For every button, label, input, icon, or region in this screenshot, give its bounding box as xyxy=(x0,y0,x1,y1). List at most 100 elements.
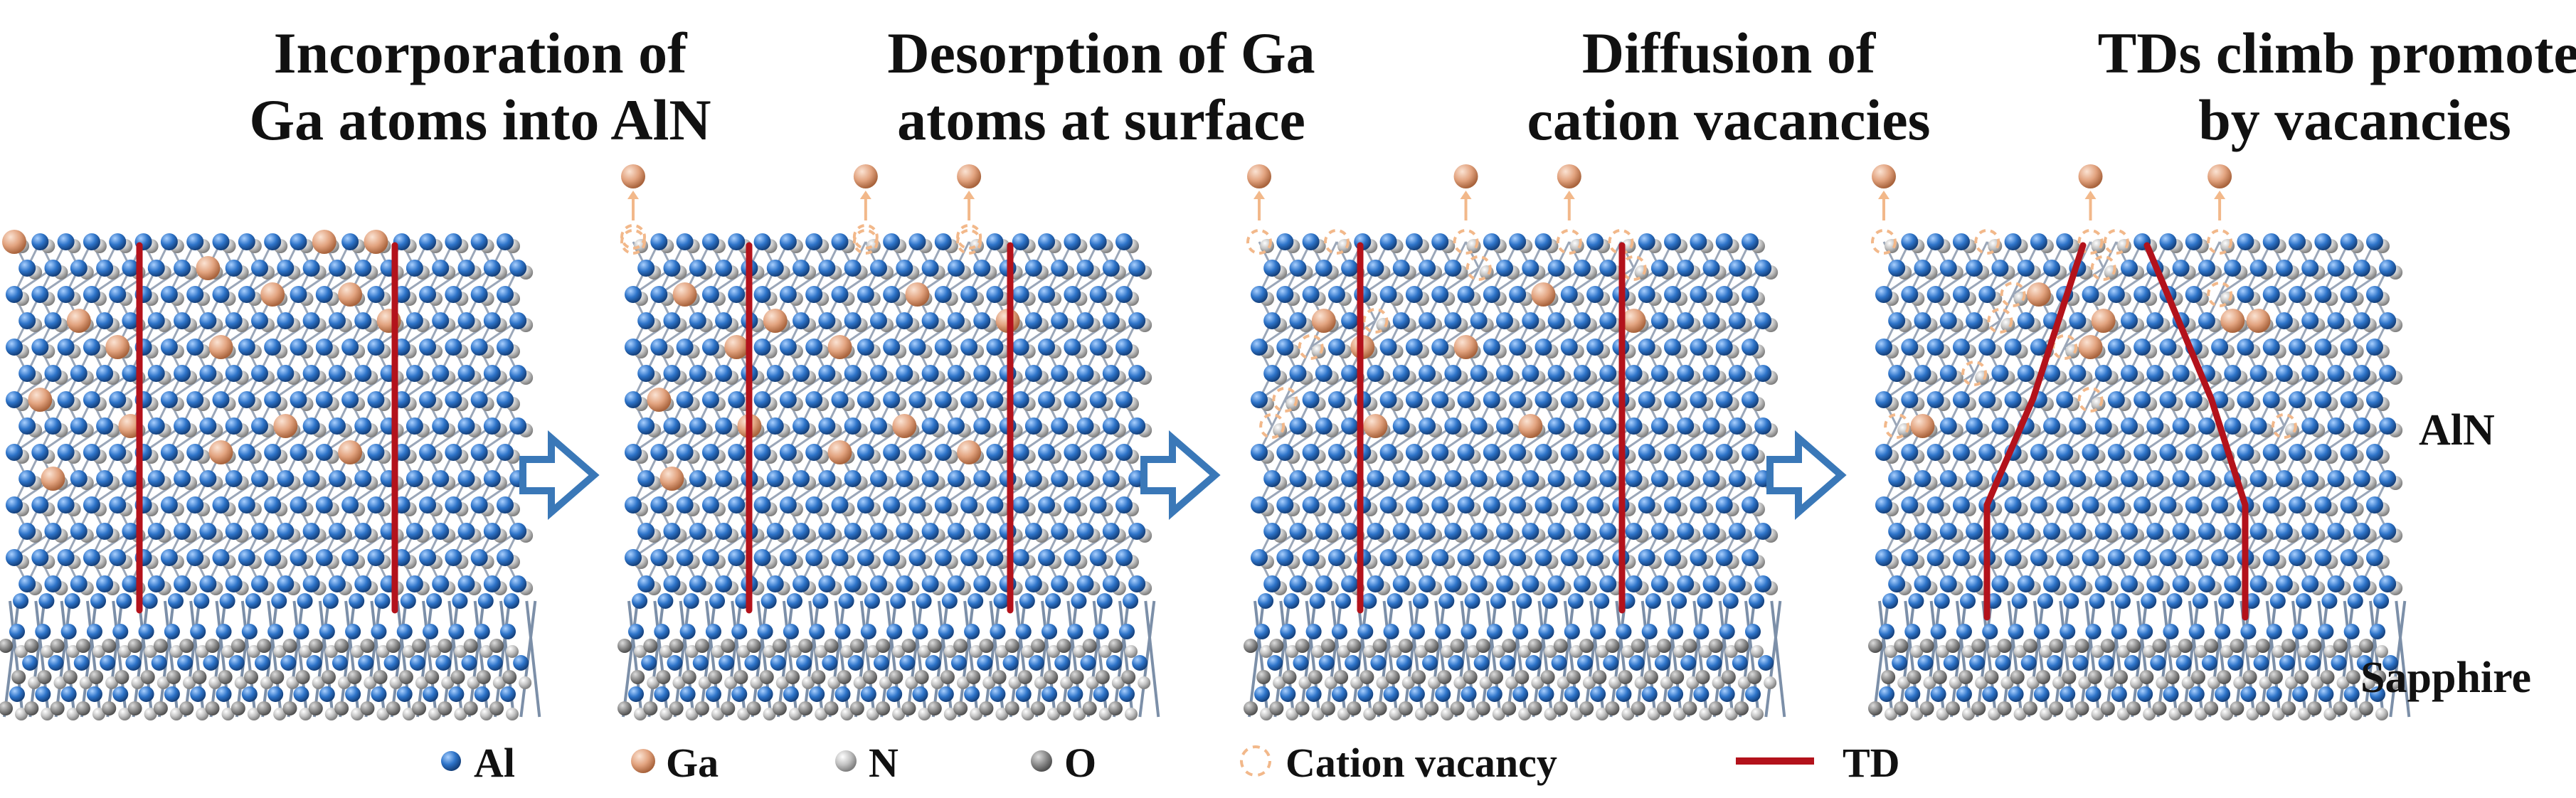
al-atom xyxy=(2275,312,2293,329)
sapphire-bond xyxy=(2337,600,2355,718)
o-atom xyxy=(2052,676,2066,689)
o-atom xyxy=(415,676,428,689)
o-atom xyxy=(376,645,390,658)
sapphire-bond xyxy=(519,600,537,718)
al-atom xyxy=(1064,233,1081,250)
al-atom xyxy=(1901,286,1919,303)
o-atom xyxy=(2346,670,2360,684)
o-atom xyxy=(519,676,532,689)
al-atom xyxy=(916,593,932,609)
al-atom xyxy=(883,391,901,408)
o-atom xyxy=(234,676,248,689)
al-atom xyxy=(96,470,114,487)
al-atom xyxy=(1664,444,1682,461)
al-atom xyxy=(293,686,309,702)
al-atom xyxy=(1305,686,1322,702)
al-atom xyxy=(290,391,307,408)
o-atom xyxy=(1708,701,1723,715)
al-atom xyxy=(374,593,391,609)
al-atom xyxy=(844,575,862,592)
al-atom xyxy=(1483,233,1500,250)
sapphire-bond xyxy=(1584,600,1601,718)
o-atom xyxy=(102,639,117,653)
o-atom xyxy=(1138,676,1151,689)
al-atom xyxy=(1405,286,1423,303)
o-atom xyxy=(1031,701,1046,715)
o-atom xyxy=(2010,670,2025,684)
al-atom xyxy=(1470,470,1488,487)
o-atom xyxy=(2181,676,2195,689)
o-atom xyxy=(1389,645,1402,658)
al-atom xyxy=(701,286,719,303)
al-atom xyxy=(423,686,439,702)
al-atom xyxy=(973,260,991,277)
o-atom xyxy=(386,639,401,653)
al-atom xyxy=(2314,391,2332,408)
al-atom xyxy=(2146,312,2164,329)
al-atom xyxy=(186,339,204,356)
al-atom xyxy=(448,624,465,639)
al-atom xyxy=(663,260,681,277)
al-atom xyxy=(2114,593,2131,609)
al-atom xyxy=(497,391,514,408)
o-atom xyxy=(2100,639,2115,653)
al-atom xyxy=(1978,286,1996,303)
sapphire-bond xyxy=(1248,600,1265,718)
al-atom xyxy=(1392,575,1410,592)
lattice-panel-1 xyxy=(0,230,541,720)
al-atom xyxy=(1496,365,1513,382)
o-atom xyxy=(398,670,413,684)
al-atom xyxy=(1379,286,1397,303)
al-atom xyxy=(1041,624,1058,639)
al-atom xyxy=(419,496,437,514)
al-atom xyxy=(44,312,62,329)
sapphire-substrate xyxy=(0,600,541,720)
sapphire-bond xyxy=(622,600,639,718)
al-atom xyxy=(474,686,490,702)
al-atom xyxy=(504,593,520,609)
al-atom xyxy=(1431,286,1449,303)
al-atom xyxy=(793,523,810,540)
o-atom xyxy=(1553,701,1568,715)
al-atom xyxy=(1560,339,1578,356)
al-atom xyxy=(435,655,452,671)
cation-vacancy xyxy=(1298,334,1324,360)
al-atom xyxy=(251,470,268,487)
al-atom xyxy=(2107,339,2125,356)
al-atom xyxy=(1405,549,1423,566)
sapphire-bond xyxy=(157,600,175,718)
al-atom xyxy=(406,523,423,540)
o-atom xyxy=(1385,670,1400,684)
al-atom xyxy=(6,549,23,566)
al-atom xyxy=(2347,593,2363,609)
sapphire-bond xyxy=(209,600,227,718)
al-atom xyxy=(147,365,165,382)
o-atom xyxy=(1401,676,1415,689)
o-atom xyxy=(2320,670,2335,684)
al-atom xyxy=(2004,233,2022,250)
o-atom xyxy=(66,708,80,720)
o-atom xyxy=(1894,701,1909,715)
o-atom xyxy=(244,670,258,684)
al-atom xyxy=(2215,686,2231,702)
al-atom xyxy=(753,549,771,566)
al-atom xyxy=(1693,686,1710,702)
al-atom xyxy=(1012,391,1029,408)
al-atom xyxy=(2198,260,2215,277)
o-atom xyxy=(1334,670,1349,684)
al-atom xyxy=(1509,444,1527,461)
al-atom xyxy=(2240,624,2257,639)
sapphire-bond xyxy=(132,600,149,718)
al-atom xyxy=(1383,686,1399,702)
al-atom xyxy=(793,470,810,487)
al-atom xyxy=(396,686,413,702)
al-atom xyxy=(1509,549,1527,566)
al-atom xyxy=(1051,417,1069,435)
al-atom xyxy=(457,365,475,382)
o-atom xyxy=(1320,701,1335,715)
al-atom xyxy=(290,339,307,356)
sapphire-bond xyxy=(2259,600,2277,718)
o-atom xyxy=(1337,708,1350,720)
al-atom xyxy=(1115,339,1133,356)
al-atom xyxy=(48,655,64,671)
